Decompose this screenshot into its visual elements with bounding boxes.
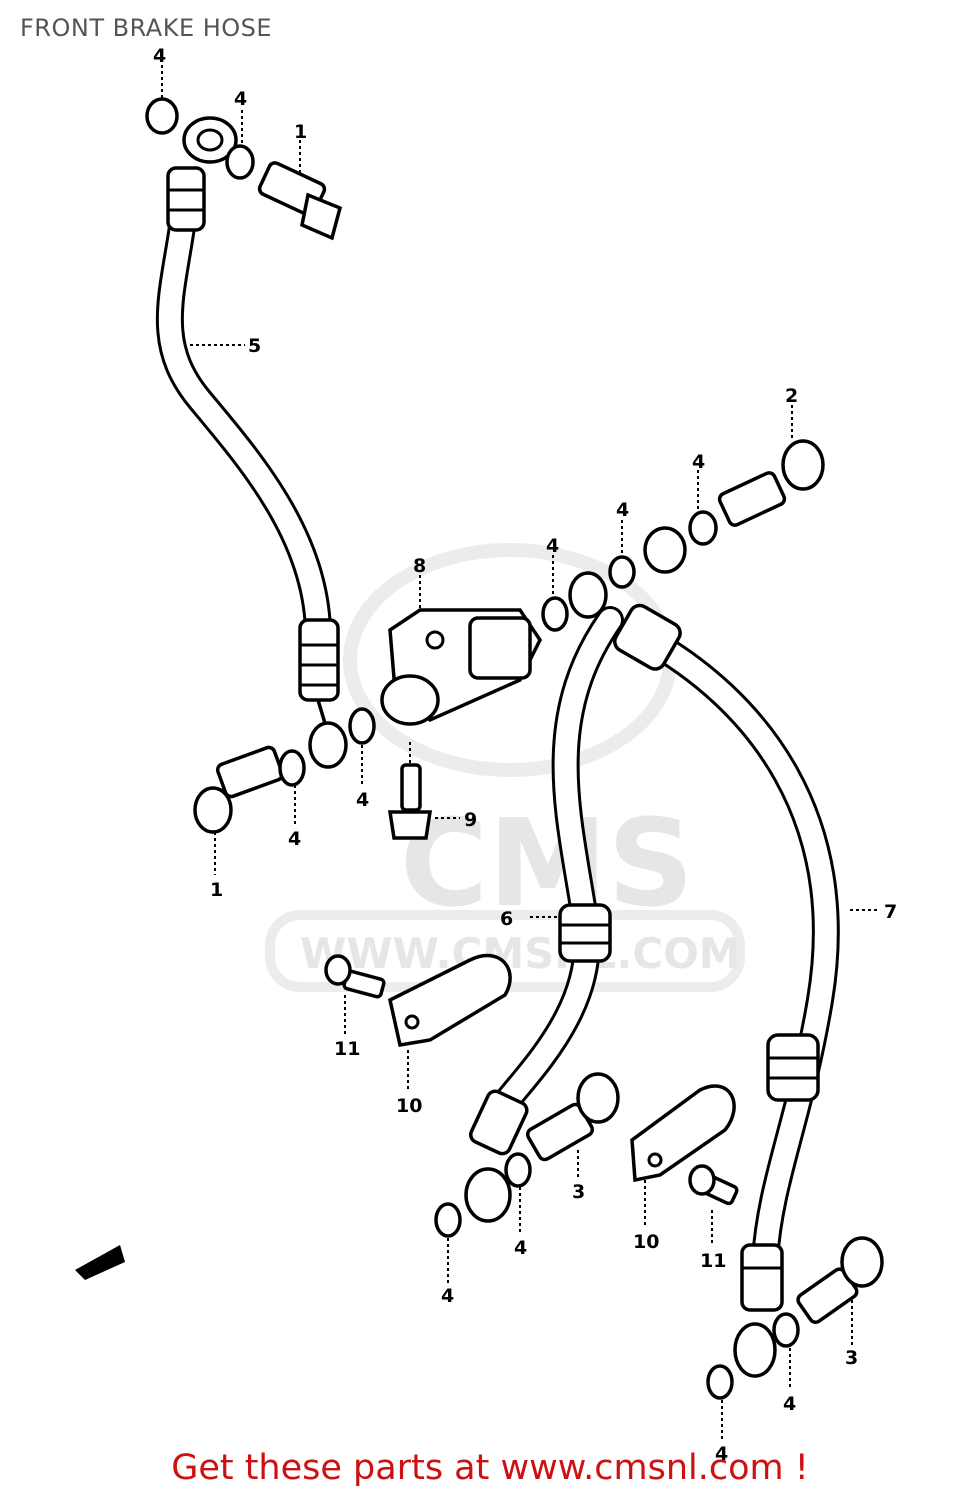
gaskets-4 (145, 97, 800, 1400)
callout-label: 10 (396, 1095, 422, 1117)
page-title: FRONT BRAKE HOSE (20, 14, 273, 42)
callout-label: 4 (514, 1237, 527, 1259)
callout-label: 1 (210, 879, 223, 901)
callout-labels: 4 4 1 5 2 4 4 4 8 4 4 9 1 6 7 11 10 3 4 … (153, 45, 897, 1465)
callout-label: 9 (464, 809, 477, 831)
brake-joint-8 (380, 608, 543, 726)
callout-label: 3 (845, 1347, 858, 1369)
brake-hose-7 (613, 526, 840, 1378)
callout-label: 11 (700, 1250, 726, 1272)
hose-clamp-10a (387, 953, 512, 1047)
union-bolt-3b (796, 1236, 884, 1324)
callout-label: 5 (248, 335, 261, 357)
callout-label: 4 (288, 828, 301, 850)
callout-label: 4 (356, 789, 369, 811)
union-bolt-2 (717, 439, 825, 527)
callout-label: 1 (294, 121, 307, 143)
brake-hose-5 (155, 116, 348, 769)
parts-shop-link[interactable]: Get these parts at www.cmsnl.com ! (171, 1448, 809, 1488)
watermark-url: WWW.CMSNL.COM (300, 929, 741, 978)
bolt-11b (688, 1164, 739, 1206)
callout-label: 3 (572, 1181, 585, 1203)
callout-label: 4 (234, 88, 247, 110)
callout-label: 10 (633, 1231, 659, 1253)
callout-label: 4 (783, 1393, 796, 1415)
callout-label: 4 (616, 499, 629, 521)
callout-label: 4 (441, 1285, 454, 1307)
bolt-11a (324, 954, 386, 999)
hose-clamp-10b (630, 1084, 736, 1183)
callout-label: 7 (884, 901, 897, 923)
callout-label: 4 (546, 535, 559, 557)
brake-hose-6 (464, 571, 624, 1223)
callout-label: 8 (413, 555, 426, 577)
union-bolt-1b (193, 745, 285, 834)
union-bolt-1a (257, 161, 343, 241)
callout-label: 4 (692, 451, 705, 473)
callout-label: 2 (785, 385, 798, 407)
union-bolt-3a (525, 1072, 620, 1162)
bolt-9 (387, 763, 433, 840)
callout-label: 6 (500, 908, 513, 930)
callout-label: 11 (334, 1038, 360, 1060)
leader-lines (161, 65, 880, 1440)
callout-label: 4 (153, 45, 166, 67)
callout-label: 4 (715, 1443, 728, 1465)
direction-arrow-icon (75, 1245, 125, 1280)
